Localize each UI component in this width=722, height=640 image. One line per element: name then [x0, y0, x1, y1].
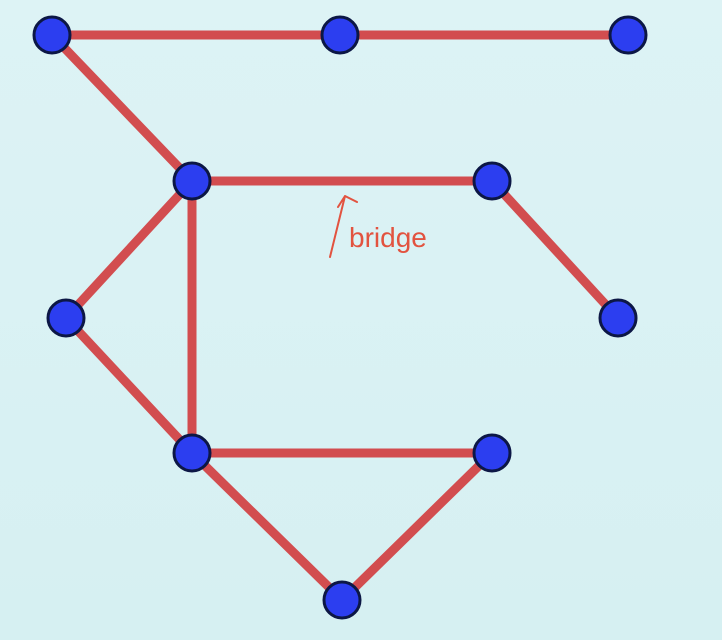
graph-edge: [62, 177, 196, 322]
graph-node: [320, 15, 360, 55]
bridge-annotation: bridge: [329, 195, 427, 258]
graph-edge: [338, 449, 496, 604]
graph-node: [472, 161, 512, 201]
graph-node: [472, 433, 512, 473]
graph-node: [598, 298, 638, 338]
nodes: [32, 15, 648, 620]
graph-edge: [62, 314, 196, 457]
edges: [48, 30, 628, 604]
graph-node: [46, 298, 86, 338]
graph-edge: [188, 449, 346, 604]
graph-node: [32, 15, 72, 55]
graph-edge: [48, 31, 196, 185]
graph-node: [608, 15, 648, 55]
bridge-annotation-label: bridge: [349, 222, 427, 253]
graph-edge: [488, 177, 622, 322]
graph-node: [172, 433, 212, 473]
graph-node: [322, 580, 362, 620]
bridge-annotation-arrow: [329, 195, 358, 258]
graph-node: [172, 161, 212, 201]
